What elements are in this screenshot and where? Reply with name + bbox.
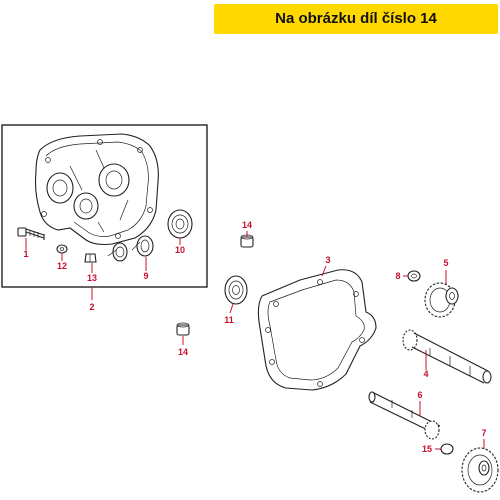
callout-4: 4 <box>423 369 428 379</box>
leader-11 <box>229 303 234 314</box>
callout-9: 9 <box>143 271 148 281</box>
washer-part-8 <box>407 270 421 282</box>
shaft-part-6 <box>368 391 441 440</box>
callout-7: 7 <box>481 428 486 438</box>
needle-bearing-part <box>107 235 154 262</box>
gasket-part <box>257 269 377 391</box>
callout-13: 13 <box>87 273 97 283</box>
bearing-part-11 <box>224 275 248 305</box>
gear-part-5 <box>424 282 459 318</box>
bushing-part-lower <box>176 322 190 336</box>
callout-10: 10 <box>175 245 185 255</box>
callout-2: 2 <box>89 302 94 312</box>
highlight-banner: Na obrázku díl číslo 14 <box>214 4 498 34</box>
callout-8: 8 <box>395 271 400 281</box>
banner-title: Na obrázku díl číslo 14 <box>275 10 437 27</box>
washer-part <box>56 244 68 254</box>
screw-part <box>84 253 97 263</box>
callout-3: 3 <box>325 255 330 265</box>
callout-11: 11 <box>224 315 234 325</box>
leader-3 <box>321 265 327 277</box>
callout-6: 6 <box>417 390 422 400</box>
gearbox-housing-part <box>34 133 159 246</box>
callout-5: 5 <box>443 258 448 268</box>
housing-group-frame <box>1 124 208 288</box>
callout-15: 15 <box>422 444 432 454</box>
callout-1: 1 <box>23 249 28 259</box>
callout-12: 12 <box>57 261 67 271</box>
shaft-part-4 <box>402 329 492 384</box>
circlip-part <box>440 443 454 455</box>
callout-14-lower: 14 <box>178 347 188 357</box>
callout-14-upper: 14 <box>242 220 252 230</box>
ball-bearing-part <box>167 209 193 239</box>
gear-part-7 <box>461 447 499 493</box>
bolt-part <box>17 227 45 240</box>
